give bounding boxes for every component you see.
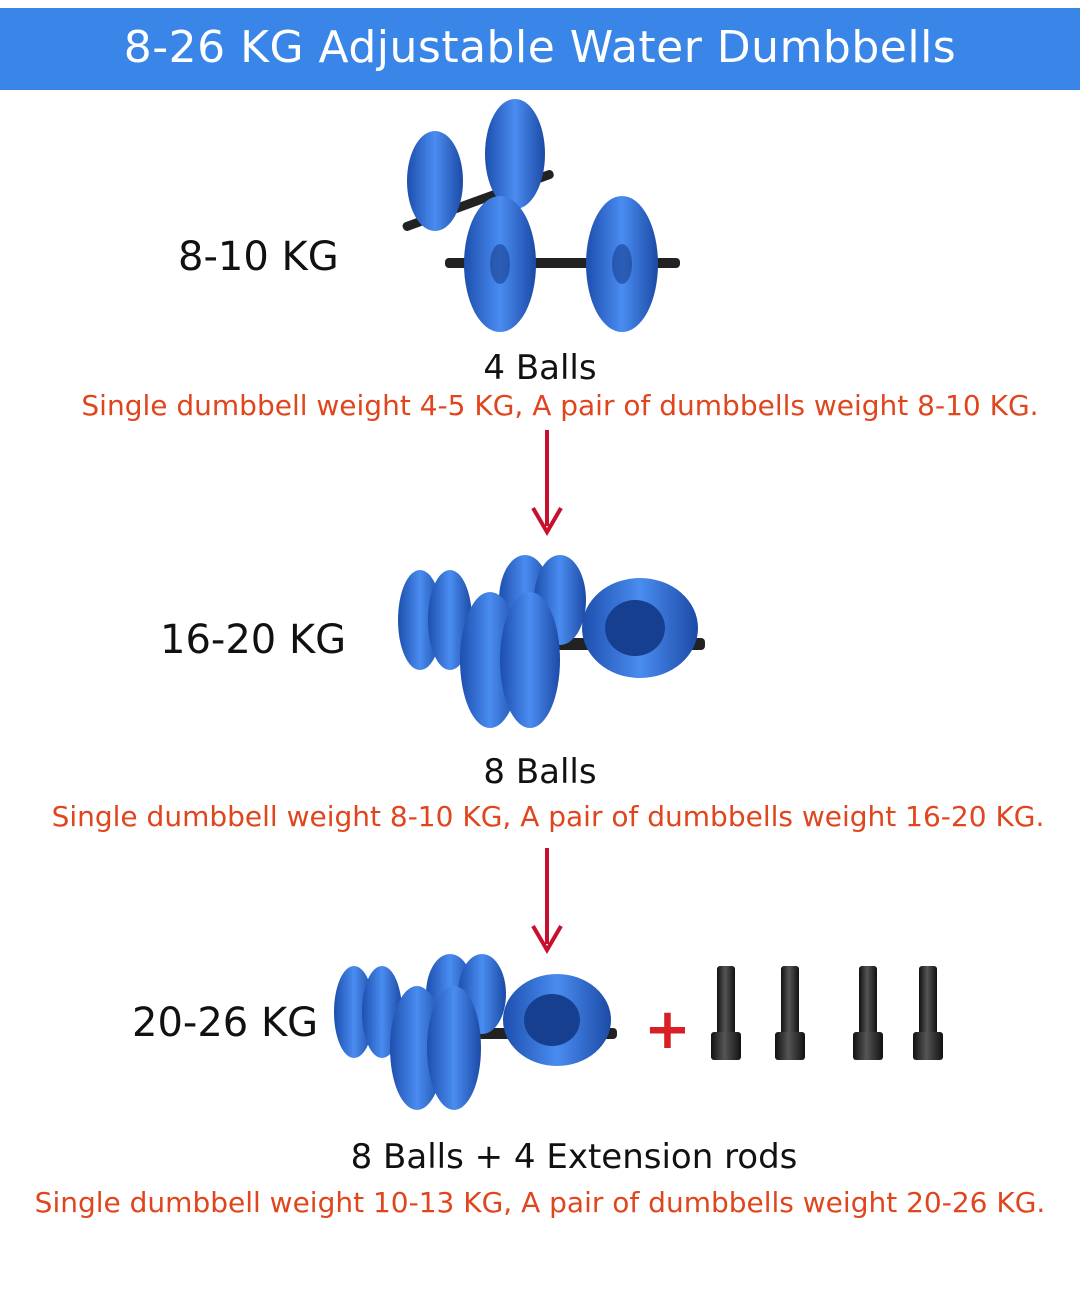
banner-title: 8-26 KG Adjustable Water Dumbbells <box>0 8 1080 90</box>
weight-label-2: 16-20 KG <box>160 617 347 663</box>
weight-label-1: 8-10 KG <box>178 234 339 280</box>
plus-icon: + <box>644 997 691 1062</box>
dumbbell-pair-8-balls-image <box>334 954 617 1110</box>
dumbbell-pair-4-balls-image <box>402 99 680 332</box>
description-3: Single dumbbell weight 10-13 KG, A pair … <box>34 1186 1046 1219</box>
dumbbell-pair-8-balls-image <box>398 555 705 728</box>
balls-label-2: 8 Balls <box>483 752 597 792</box>
extension-rods-image <box>711 966 943 1060</box>
description-1: Single dumbbell weight 4-5 KG, A pair of… <box>81 389 1039 422</box>
arrow-down-icon <box>531 848 563 954</box>
balls-label-1: 4 Balls <box>483 348 597 388</box>
description-2: Single dumbbell weight 8-10 KG, A pair o… <box>51 800 1045 833</box>
arrow-down-icon <box>531 430 563 536</box>
weight-label-3: 20-26 KG <box>132 1000 319 1046</box>
balls-label-3: 8 Balls + 4 Extension rods <box>350 1137 798 1177</box>
